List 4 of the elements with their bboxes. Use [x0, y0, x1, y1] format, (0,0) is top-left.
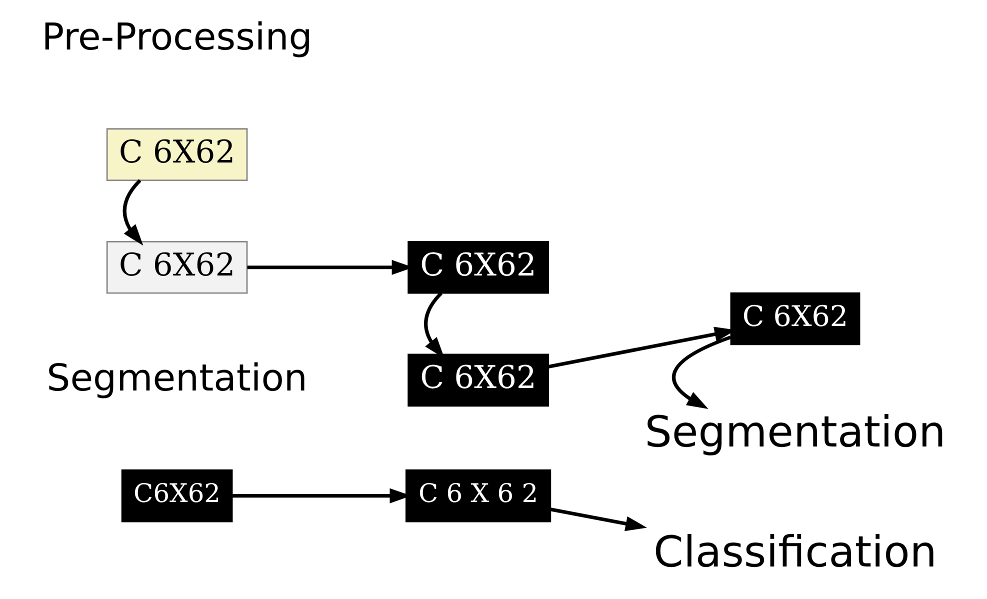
label: Pre-Processing	[41, 15, 312, 58]
label: Segmentation	[46, 356, 307, 400]
node-text: Segmentation	[644, 408, 946, 458]
node-text: Classification	[653, 527, 936, 578]
